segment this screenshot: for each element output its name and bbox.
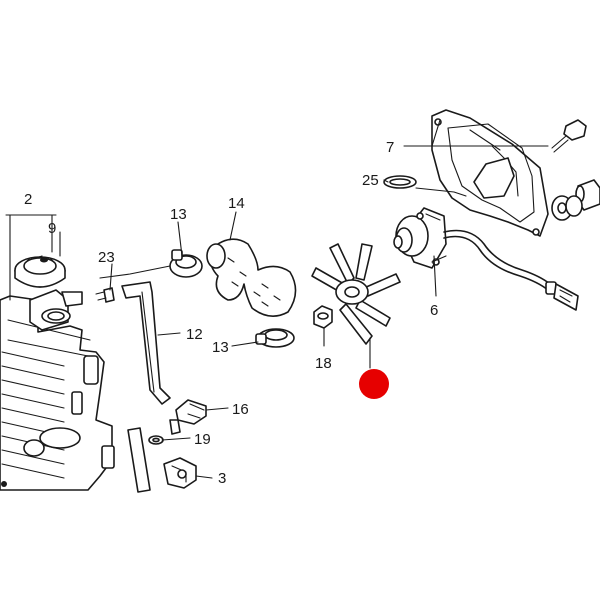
- leader-lines: [5, 119, 549, 479]
- fan-nut: [313, 305, 333, 329]
- callout-6: 6: [430, 302, 438, 319]
- reservoir-hose: [121, 281, 171, 405]
- thermo-sensor: [169, 399, 207, 435]
- bolt-upper-right: [551, 119, 587, 153]
- callout-25: 25: [362, 172, 379, 189]
- callout-7: 7: [386, 139, 394, 156]
- callout-9: 9: [48, 220, 56, 237]
- red-marker-dot: [359, 369, 389, 399]
- callout-18: 18: [315, 355, 332, 372]
- callout-19: 19: [194, 431, 211, 448]
- callout-13-lower: 13: [212, 339, 229, 356]
- radiator-hose: [206, 238, 297, 317]
- cooling-fan: [311, 243, 401, 345]
- callout-12: 12: [186, 326, 203, 343]
- sealing-washer: [148, 435, 164, 445]
- fan-shroud: [431, 109, 549, 237]
- callout-3: 3: [218, 470, 226, 487]
- mount-bracket: [163, 457, 197, 489]
- callouts: 2 9 23 13 14 12 13 18 16 19 3 7 25 6: [24, 139, 438, 487]
- radiator-cap: [14, 255, 66, 288]
- rubber-grommet: [551, 195, 583, 221]
- callout-14: 14: [228, 195, 245, 212]
- grommet-collar: [575, 179, 600, 211]
- hose-clamp-upper: [169, 249, 203, 278]
- fan-motor: [393, 207, 579, 311]
- o-ring: [383, 175, 417, 189]
- hose-clamp-lower: [255, 328, 295, 348]
- bolt: [95, 287, 115, 303]
- filler-neck: [29, 289, 83, 331]
- callout-13-upper: 13: [170, 206, 187, 223]
- callout-16: 16: [232, 401, 249, 418]
- callout-2: 2: [24, 191, 32, 208]
- callout-23: 23: [98, 249, 115, 266]
- radiator: [0, 295, 151, 493]
